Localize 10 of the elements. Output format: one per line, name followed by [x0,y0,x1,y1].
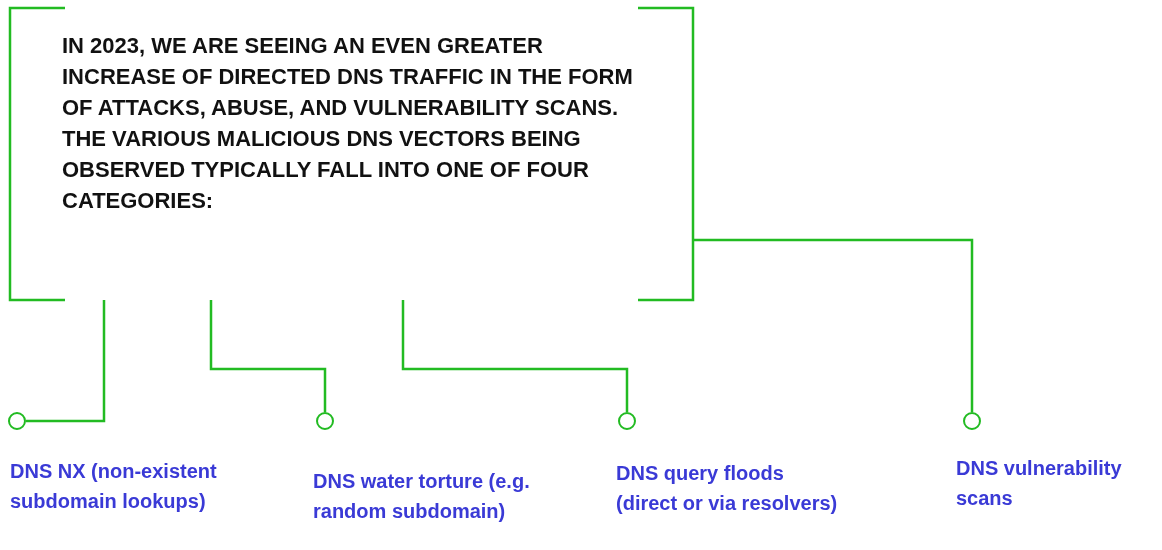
category-label: DNS water torture (e.g. random subdomain) [313,469,531,524]
connector-line [693,238,974,412]
category-label: DNS NX (non-existent subdomain lookups) [10,459,218,514]
connector-line [26,300,106,423]
connector-line [209,300,327,412]
connector-line [401,300,629,412]
category-label: DNS query floods (direct or via resolvers) [616,461,839,516]
intro-paragraph: IN 2023, WE ARE SEEING AN EVEN GREATER INCREASE OF DIRECTED DNS TRAFFIC IN THE FORM OF ATTACKS, ABUSE, AND VULNERABILITY SCANS. THE VARIOUS MALICIOUS DNS VECTORS BEING OBSERVED TYPICALLY FALL INTO ONE OF FOUR CATEGORIES: [62,32,634,215]
bracket-text-frame [10,8,693,300]
category-label: DNS vulnerability scans [956,456,1123,511]
